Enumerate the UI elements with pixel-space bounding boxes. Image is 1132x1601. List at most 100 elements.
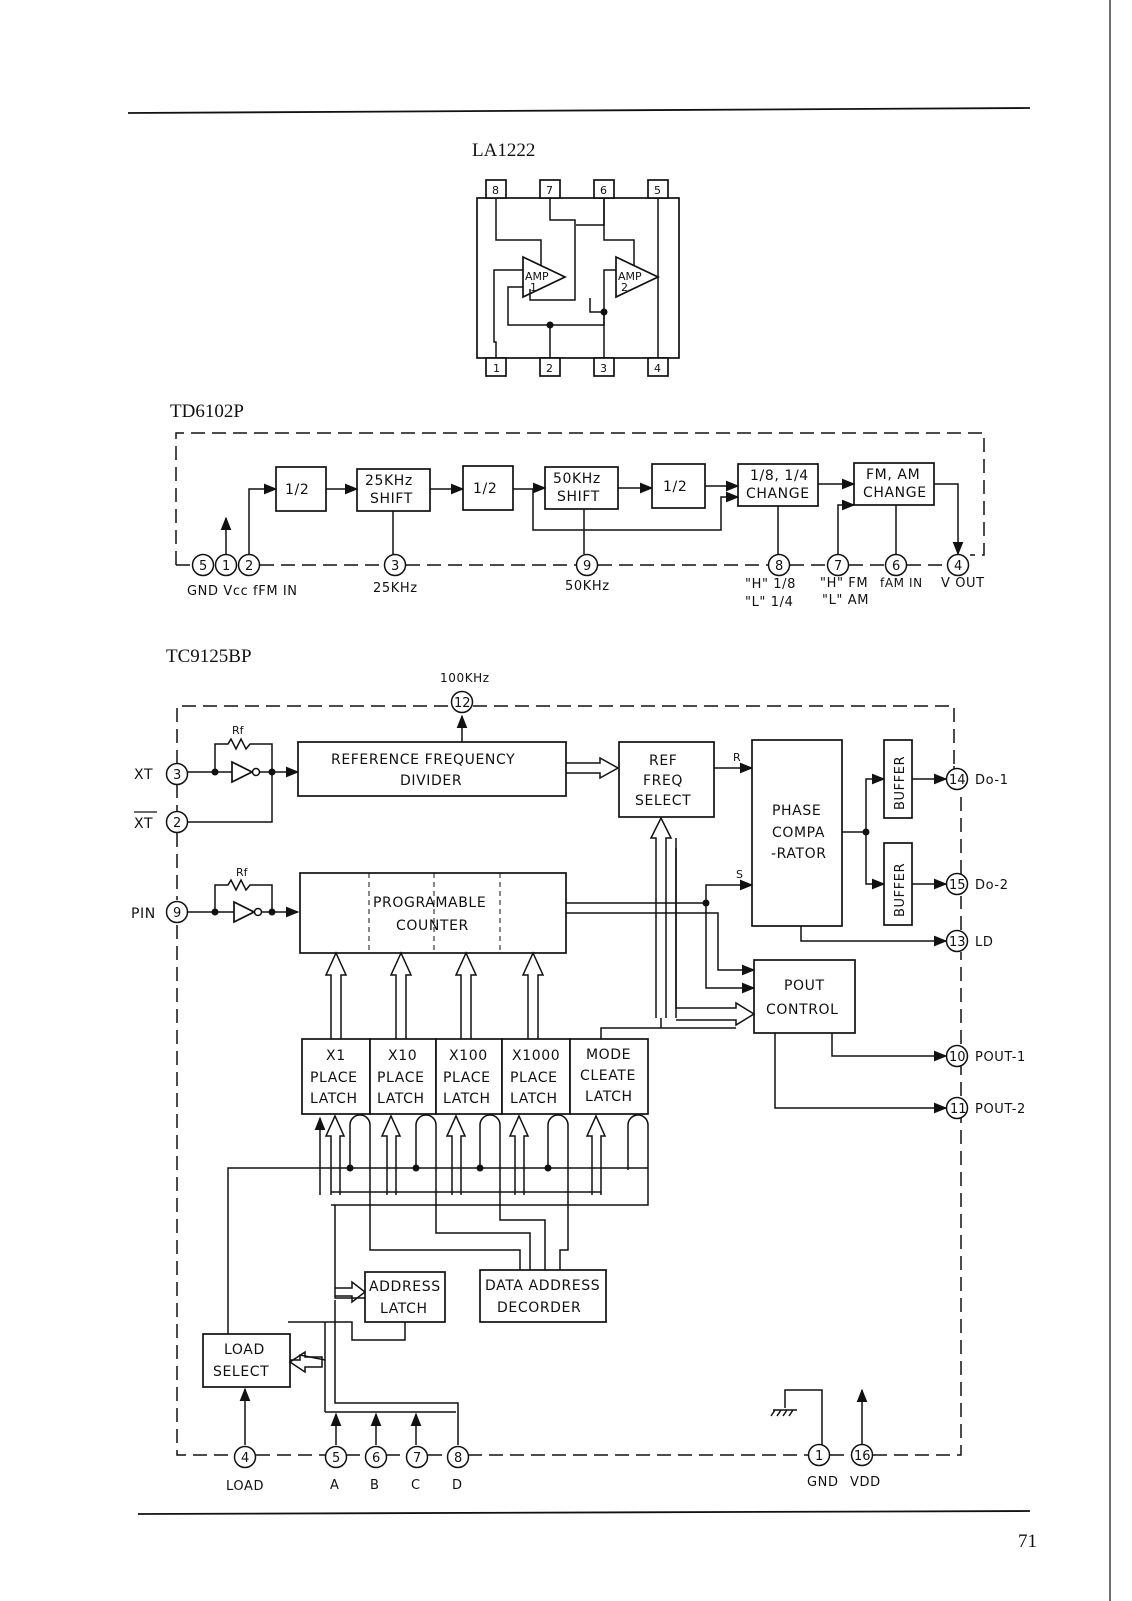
td-div1-label: 1/2 — [285, 482, 309, 498]
td-shift50-l2: SHIFT — [557, 489, 600, 505]
tc-address-latch — [364, 1271, 446, 1323]
tc-latch-mode-l1: MODE — [586, 1047, 631, 1063]
tc-pin-3-label: 3 — [173, 768, 181, 783]
td-pin-1 — [214, 553, 238, 577]
td-pin-2 — [237, 553, 261, 577]
td-pin-9-label: 9 — [583, 559, 591, 574]
tc-inverter-1 — [231, 760, 254, 784]
tc-load-select-l1: LOAD — [224, 1342, 265, 1358]
td-shift50-box — [544, 466, 619, 510]
td-pin-5 — [191, 553, 215, 577]
tc-pin-2-label: 2 — [173, 816, 181, 831]
td-pin-5-label: 5 — [199, 559, 207, 574]
td-pin-7-label: 7 — [834, 559, 842, 574]
tc-pin-5 — [324, 1445, 348, 1469]
tc-ref-divider — [297, 741, 567, 797]
tc-latch-x1000-l2: PLACE — [510, 1070, 558, 1086]
td-div1-box — [275, 466, 327, 512]
td-div2-label: 1/2 — [473, 481, 497, 497]
tc-pin-14 — [945, 767, 969, 791]
tc-latch-x10-l1: X10 — [388, 1048, 417, 1064]
tc-pin-13-label: 13 — [949, 935, 966, 950]
td-pin-9 — [575, 553, 599, 577]
top-rule — [127, 107, 1031, 114]
tc-label-a: A — [330, 1478, 340, 1493]
tc-label-vdd: VDD — [850, 1475, 881, 1490]
td-label-vout: V OUT — [941, 576, 985, 591]
tc-label-pin: PIN — [131, 906, 156, 922]
td-pin-7 — [826, 553, 850, 577]
tc9125bp-title: TC9125BP — [166, 646, 252, 667]
td-pin-4-label: 4 — [954, 559, 962, 574]
tc-pin-5-label: 5 — [332, 1451, 340, 1466]
tc-latch-x1 — [301, 1038, 371, 1115]
tc-latch-mode-l2: CLEATE — [580, 1068, 636, 1084]
tc-phase-l1: PHASE — [772, 803, 821, 819]
tc-prog-counter — [299, 872, 567, 954]
td-label-gnd: GND Vcc fFM IN — [187, 584, 298, 599]
tc-ref-select-l2: FREQ — [643, 773, 683, 789]
tc-ref-select-l1: REF — [649, 753, 677, 769]
tc-latch-x100-l3: LATCH — [443, 1091, 491, 1107]
td-shift50-l1: 50KHz — [553, 471, 601, 487]
tc-label-b: B — [370, 1478, 380, 1493]
td-label-50k: 50KHz — [565, 579, 610, 594]
td-label-lam: "L" AM — [822, 593, 869, 608]
tc-label-xt: XT — [134, 767, 153, 783]
tc-pin-6 — [364, 1445, 388, 1469]
tc-latch-x10 — [369, 1038, 437, 1115]
la1222-pin-3-label: 3 — [600, 362, 607, 375]
tc-latch-x1-l2: PLACE — [310, 1070, 358, 1086]
tc-load-select-l2: SELECT — [213, 1364, 269, 1380]
tc-pin-6-label: 6 — [372, 1451, 380, 1466]
tc-label-load: LOAD — [226, 1479, 264, 1494]
tc-address-latch-l1: ADDRESS — [369, 1279, 441, 1295]
tc-latch-x100-l1: X100 — [449, 1048, 488, 1064]
tc-latch-x10-l3: LATCH — [377, 1091, 425, 1107]
page-number: 71 — [1018, 1531, 1037, 1552]
la1222-pin-1-label: 1 — [493, 362, 500, 375]
la1222-amp1-label: AMP — [525, 270, 549, 283]
td-label-h18: "H" 1/8 — [745, 577, 796, 592]
tc-prog-counter-l1: PROGRAMABLE — [373, 895, 486, 911]
tc-pin-16 — [850, 1443, 874, 1467]
la1222-pin-6-label: 6 — [600, 184, 607, 197]
tc9125bp-diagram: TC9125BP 100KHz Rf Rf REFERENCE FREQUENC… — [131, 646, 1025, 1494]
tc-ref-divider-l1: REFERENCE FREQUENCY — [331, 752, 515, 768]
tc-ref-select-l3: SELECT — [635, 793, 691, 809]
tc-pin-4-label: 4 — [241, 1451, 249, 1466]
td-pin-6 — [884, 553, 908, 577]
tc-buffer-1-label: BUFFER — [893, 756, 908, 810]
td-label-hfm: "H" FM — [820, 576, 868, 591]
tc-phase-l2: COMPA — [772, 825, 825, 841]
tc-ref-divider-l2: DIVIDER — [400, 773, 462, 789]
tc-pin-12 — [450, 690, 474, 714]
tc-pin-11 — [945, 1096, 969, 1120]
tc-rf1-label: Rf — [232, 724, 245, 737]
tc-pin-14-label: 14 — [949, 773, 966, 788]
tc-label-do2: Do-2 — [975, 878, 1009, 893]
td-pin-4 — [946, 553, 970, 577]
td-pin-3-label: 3 — [391, 559, 399, 574]
tc-pin-9 — [165, 900, 189, 924]
tc-label-gnd: GND — [807, 1475, 839, 1490]
td6102p-diagram: TD6102P 1/2 25KHz SHIFT 1/2 50KHz SHIFT … — [170, 401, 985, 610]
tc-pout-control — [753, 959, 856, 1034]
la1222-pin-2-label: 2 — [546, 362, 553, 375]
td-pin-8 — [767, 553, 791, 577]
la1222-pin-7-label: 7 — [546, 184, 553, 197]
tc-phase-l3: -RATOR — [771, 846, 827, 862]
tc-inverter-2 — [233, 900, 256, 924]
td-label-l14: "L" 1/4 — [745, 595, 793, 610]
td-shift25-l2: SHIFT — [370, 491, 413, 507]
tc-data-decoder — [479, 1269, 607, 1323]
tc-latch-mode — [569, 1038, 649, 1115]
tc-sig-r: R — [733, 751, 741, 764]
tc-latch-x100-l2: PLACE — [443, 1070, 491, 1086]
tc-pin-3 — [165, 762, 189, 786]
tc-ref-select — [618, 741, 715, 818]
tc-phase-comparator — [751, 739, 843, 927]
la1222-amp1-num: 1 — [530, 281, 537, 294]
tc-pin-13 — [945, 929, 969, 953]
